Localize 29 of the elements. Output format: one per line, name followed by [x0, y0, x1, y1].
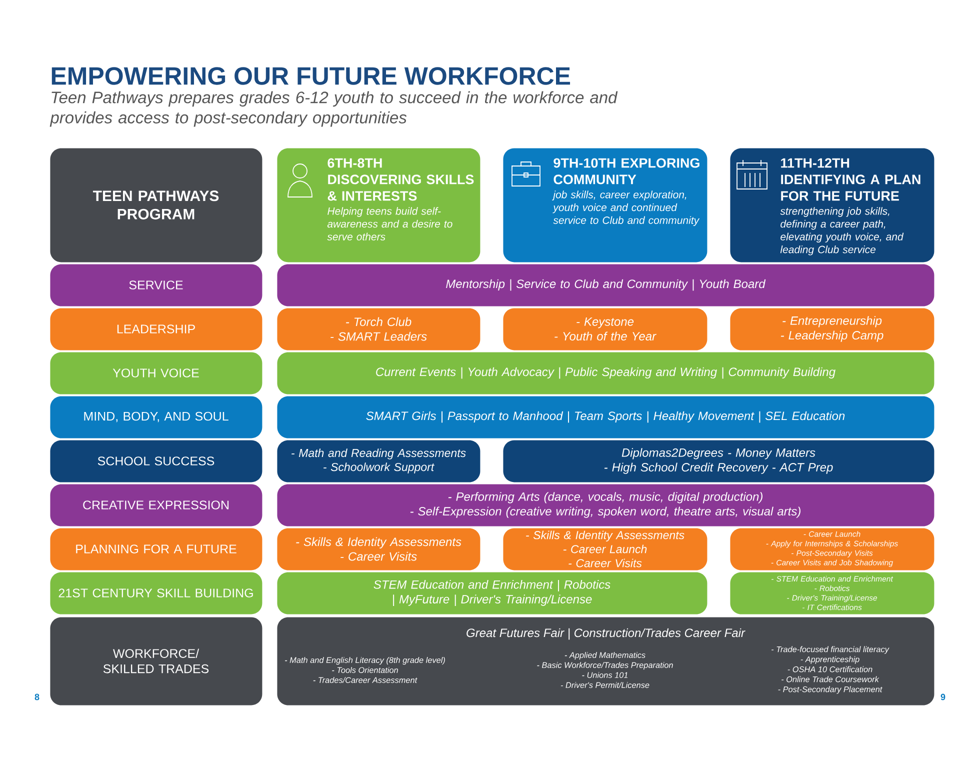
program-title-box: TEEN PATHWAYS PROGRAM: [50, 148, 262, 262]
title: EMPOWERING OUR FUTURE WORKFORCE: [52, 67, 570, 85]
activity-box: - Entrepreneurship - Leadership Camp: [730, 308, 934, 350]
grade-card: 9TH-10TH EXPLORING COMMUNITY job skills, career exploration, youth voice and continued service to Club and community: [503, 148, 708, 262]
activity-box: SMART Girls | Passport to Manhood | Team Sports | Healthy Movement | SEL Education: [277, 396, 934, 438]
activity-box: Mentorship | Service to Club and Community | Youth Board: [277, 264, 934, 306]
activity-box: - Performing Arts (dance, vocals, music, digital production) - Self-Expression (creative writing, spoken word, theatre arts, visual arts): [277, 484, 934, 526]
grade-card: 11TH-12TH IDENTIFYING A PLAN FOR THE FUTURE strengthening job skills, defining a career path, elevating youth voice, and leading Club service: [730, 148, 934, 262]
category-box: WORKFORCE/ SKILLED TRADES: [50, 617, 262, 706]
subtitle: Teen Pathways prepares grades 6-12 youth to succeed in the workforce and provides access to post-secondary opportunities: [50, 91, 618, 127]
activity-box: STEM Education and Enrichment | Robotics | MyFuture | Driver's Training/License: [277, 572, 708, 614]
activity-box: Great Futures Fair | Construction/Trades Career Fair - Math and English Literacy (8th grade level) - Tools Orientation - Trades/Career Assessment - Applied Mathematics - Basic Workforce/Trades Preparation - Unions 101 - Driver's Permit/License - Trade-focused financial literacy - Apprenticeship - OSHA 10 Certification - Online Trade Coursework - Post-Secondary Placement: [277, 617, 934, 706]
category-box: LEADERSHIP: [50, 308, 262, 350]
category-box: MIND, BODY, AND SOUL: [50, 396, 262, 438]
category-box: 21ST CENTURY SKILL BUILDING: [50, 572, 262, 614]
category-box: SCHOOL SUCCESS: [50, 440, 262, 482]
activity-box: - Math and Reading Assessments - Schoolwork Support: [277, 440, 480, 482]
activity-box: - Skills & Identity Assessments - Career Launch - Career Visits: [503, 528, 708, 570]
category-box: SERVICE: [50, 264, 262, 306]
activity-box: - Skills & Identity Assessments - Career Visits: [277, 528, 480, 570]
category-box: CREATIVE EXPRESSION: [50, 484, 262, 526]
activity-box: Current Events | Youth Advocacy | Public Speaking and Writing | Community Building: [277, 352, 934, 394]
page-number: 8: [34, 694, 40, 700]
grade-card: 6TH-8TH DISCOVERING SKILLS & INTERESTS Helping teens build self-awareness and a desire to serve others: [277, 148, 480, 262]
category-box: YOUTH VOICE: [50, 352, 262, 394]
activity-box: - Torch Club - SMART Leaders: [277, 308, 480, 350]
category-box: PLANNING FOR A FUTURE: [50, 528, 262, 570]
activity-box: Diplomas2Degrees - Money Matters - High School Credit Recovery - ACT Prep: [503, 440, 934, 482]
activity-box: - Keystone - Youth of the Year: [503, 308, 708, 350]
